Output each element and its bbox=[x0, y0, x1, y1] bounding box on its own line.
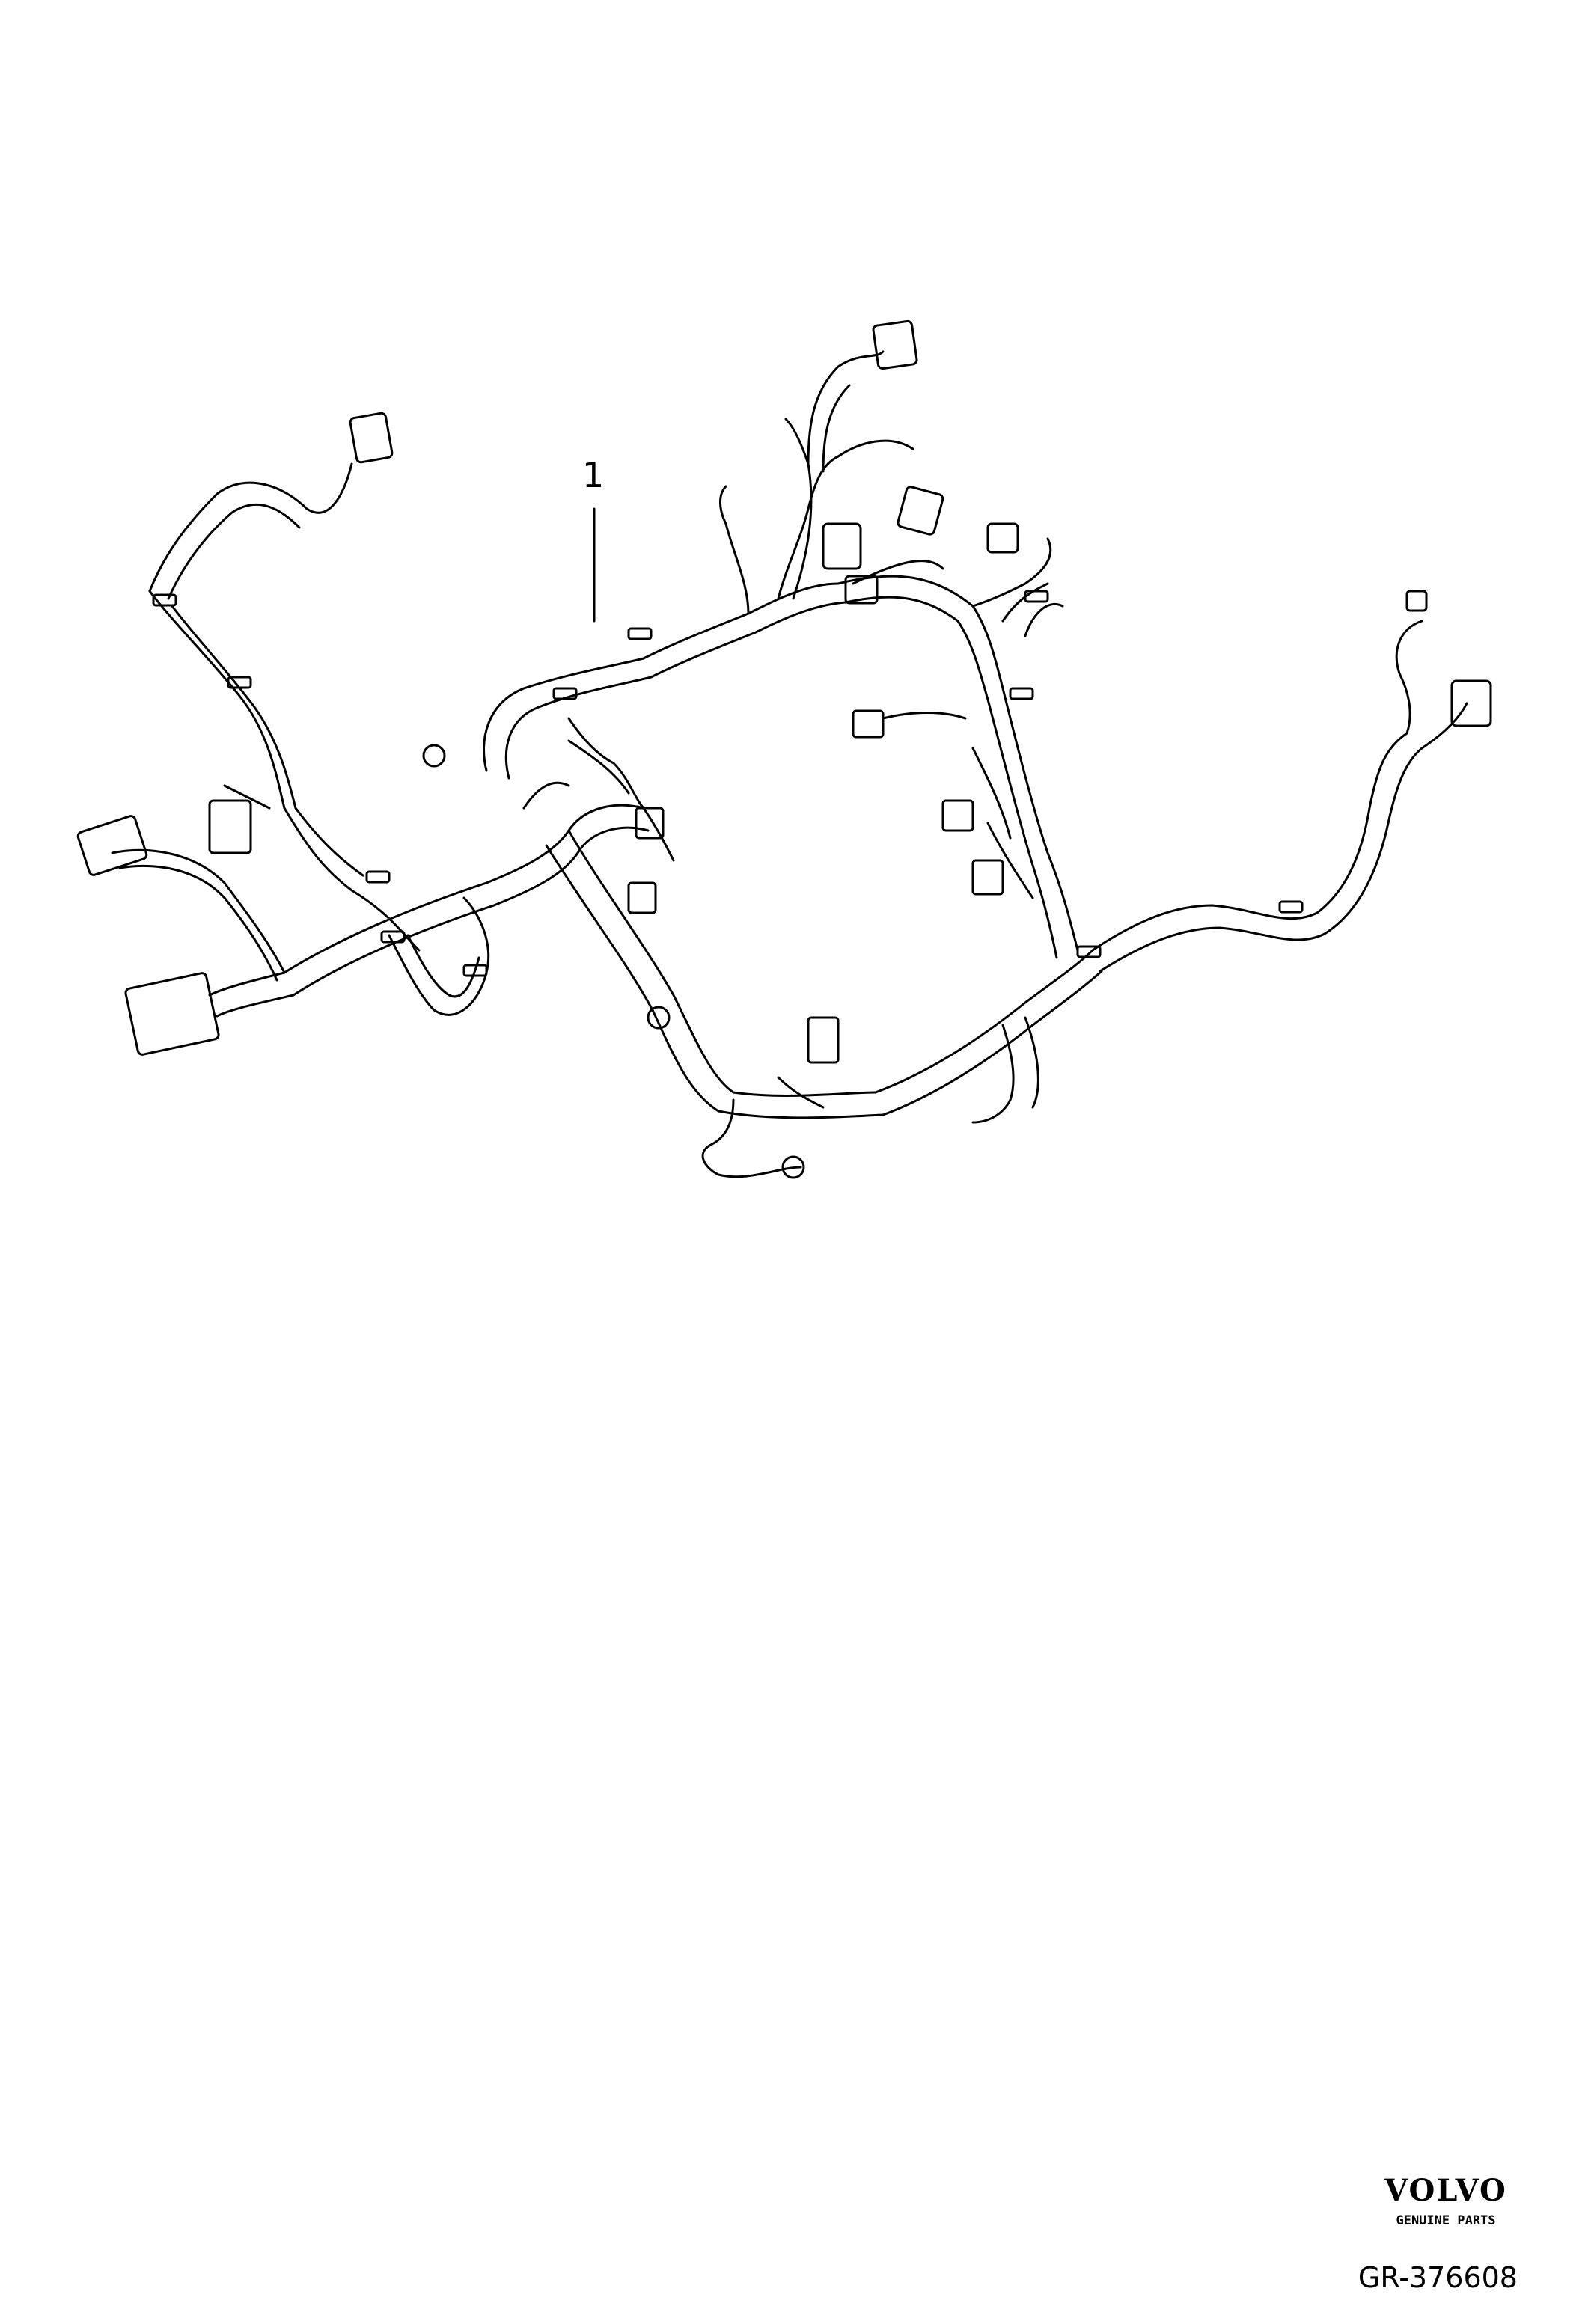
harness-inner-spurs bbox=[522, 712, 1034, 1178]
harness-upper-branches bbox=[719, 350, 1064, 637]
harness-left-branches bbox=[111, 462, 490, 1018]
volvo-logo-wordmark: VOLVO bbox=[1384, 2173, 1507, 2208]
harness-main-trunk bbox=[283, 575, 1468, 1124]
harness-clips bbox=[152, 590, 1304, 977]
callout-number-1: 1 bbox=[582, 455, 605, 495]
drawing-id: GR-376608 bbox=[1358, 2261, 1518, 2294]
genuine-parts-label: GENUINE PARTS bbox=[1396, 2213, 1496, 2228]
harness-connectors bbox=[76, 319, 1492, 1179]
